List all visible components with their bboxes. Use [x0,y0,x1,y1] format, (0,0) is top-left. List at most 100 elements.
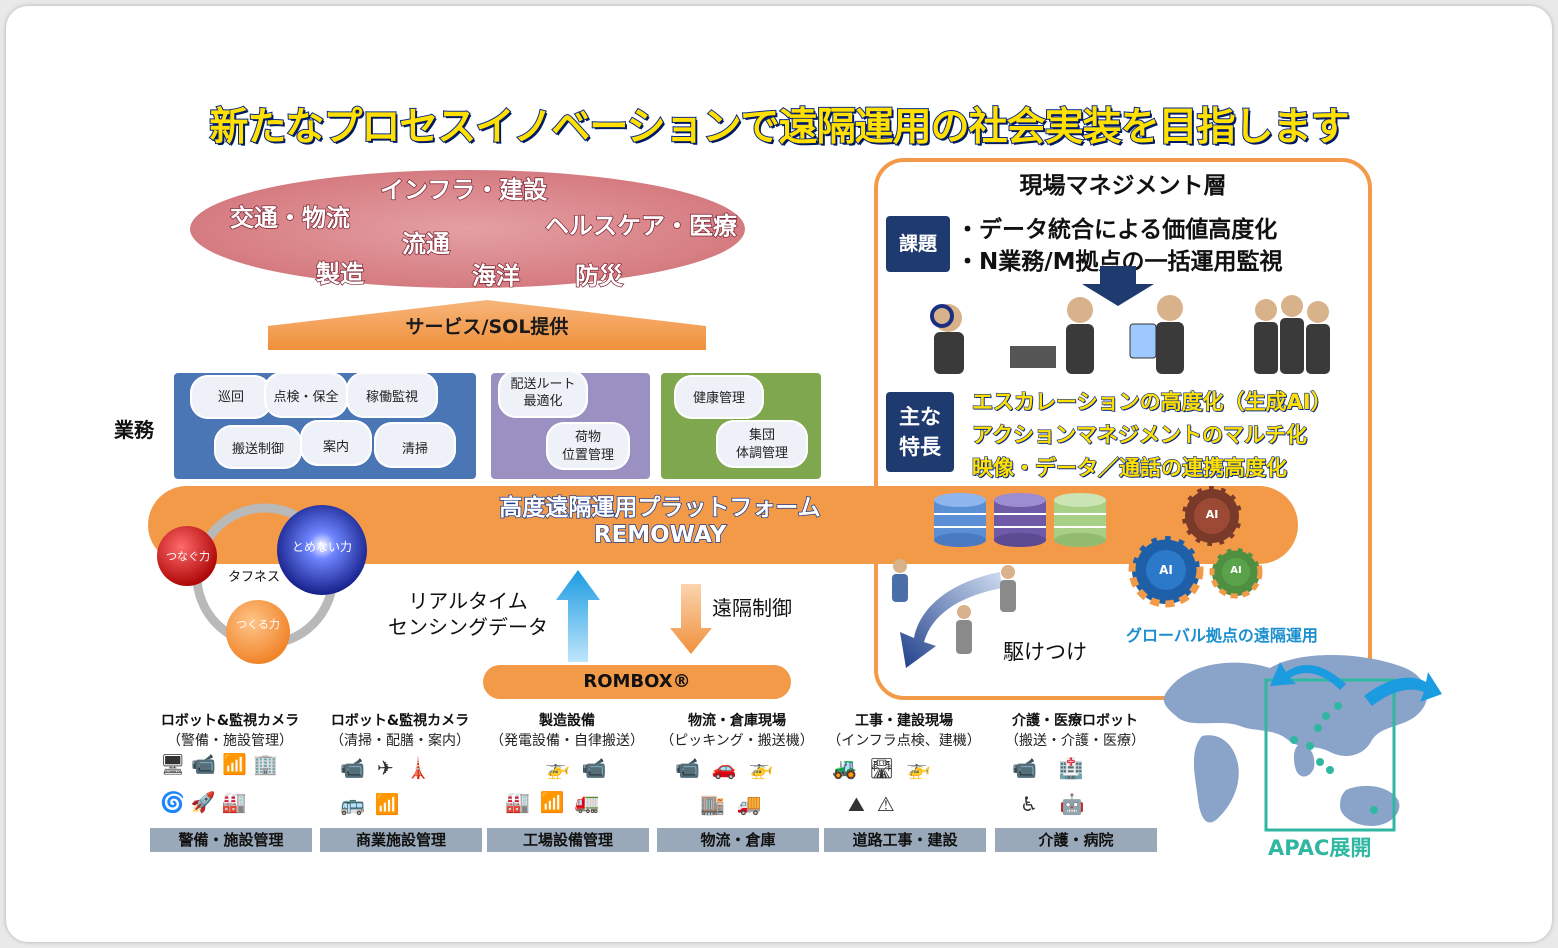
category-bar [657,828,819,852]
platform-title: 高度遠隔運用プラットフォーム [499,494,822,522]
category-bar-label: 商業施設管理 [355,831,446,849]
warehouse-truck-icons: 🏬🚚 [700,792,774,816]
database-icons [934,493,1106,547]
camera-hospital-icons: 📹🏥 [1012,756,1106,780]
feature-item: エスカレーションの高度化（生成AI） [971,389,1332,414]
task-cloud [374,422,456,468]
dispatch-label: 駆けつけ [1003,640,1087,664]
task-cloud [716,420,808,468]
industry-label: 交通・物流 [229,203,350,232]
remote-control-label: 遠隔制御 [712,596,792,620]
task-label: 荷物 [574,430,601,445]
factory-icons: 🏭📶🚛 [505,790,610,814]
task-label: 巡回 [217,390,244,405]
strength-center: タフネス [228,570,281,585]
industry-label: 流通 [401,229,450,258]
industry-label: 製造 [315,259,364,288]
category-title: 物流・倉庫現場 [688,713,786,729]
excavator-drone-icons: 🚜🛣🚁 [832,756,944,780]
task-label: 点検・保全 [273,390,339,405]
realtime-line1: リアルタイム [408,589,528,613]
gyomu-label: 業務 [114,418,154,442]
category-bar-label: 道路工事・建設 [852,831,958,849]
task-label: 清掃 [401,442,428,457]
task-label: 最適化 [523,394,563,409]
people-illustration [930,295,1330,374]
task-cloud [214,425,302,469]
category-sub: （警備・施設管理） [167,733,293,749]
category-sub: （清掃・配膳・案内） [330,733,470,749]
category-sub: （インフラ点検、建機） [827,733,981,749]
category-title: ロボット&監視カメラ [160,713,300,729]
issue-item: ・データ統合による価値高度化 [956,217,1278,243]
drone-camera-icons: 🚁📹 [545,756,619,780]
service-arrow-label: サービス/SOL提供 [405,316,569,338]
category-bar [150,828,312,852]
rombox-bar [483,665,791,699]
industry-label: インフラ・建設 [379,175,548,204]
security-device-icons: 🖥📹📶🏢 [160,752,285,776]
task-label: 搬送制御 [231,442,284,457]
task-label: 案内 [322,440,349,455]
feature-item: アクションマネジメントのマルチ化 [971,422,1307,447]
task-label: 配送ルート [510,377,576,392]
category-title: ロボット&監視カメラ [330,713,470,729]
category-bar [824,828,986,852]
rombox-label: ROMBOX® [583,671,691,692]
task-cloud [346,372,438,418]
wind-robot-icons: 🌀🚀🏭 [160,790,253,814]
realtime-line2: センシングデータ [388,615,548,639]
field-workers-illustration [892,559,1016,654]
strength-nonstop: とめない力 [291,540,352,554]
industry-label: ヘルスケア・医療 [544,211,737,240]
dispatch-arrow [900,572,1002,668]
category-bar [320,828,482,852]
service-arrow [268,300,706,350]
realtime-label: リアルタイム センシングデータ [383,588,553,640]
task-label: 体調管理 [735,446,788,461]
camera-drone-icons: 📹✈🗼 [340,756,443,780]
category-title: 工事・建設現場 [855,713,953,729]
category-bar-label: 物流・倉庫 [700,831,776,849]
task-label: 位置管理 [561,448,614,463]
down-arrow [670,584,712,654]
database-icon [934,493,986,547]
category-sub: （発電設備・自律搬送） [490,733,644,749]
issue-badge: 課題 [886,216,950,272]
category-title: 製造設備 [539,713,595,729]
strength-connect: つなぐ力 [166,550,210,563]
task-label: 稼働監視 [365,390,418,405]
issue-down-arrow [1082,266,1154,306]
ai-gear-icons [1128,486,1263,608]
wheelchair-robot-icons: ♿🤖 [1020,792,1107,816]
category-title: 介護・医療ロボット [1012,713,1138,729]
task-cloud [264,372,348,418]
task-cloud [674,375,764,419]
industry-label: 防災 [574,261,623,290]
page-title: 新たなプロセスイノベーションで遠隔運用の社会実装を目指します [208,104,1350,151]
camera-car-drone-icons: 📹🚗🚁 [675,756,786,780]
industry-label: 海洋 [471,261,520,290]
robot-icons: 🚌📶 [340,792,410,816]
category-sub: （ピッキング・搬送機） [660,733,814,749]
task-cloud [190,375,272,419]
feature-badge-line1: 主な [899,405,941,429]
task-cloud [498,370,588,418]
category-bar-label: 介護・病院 [1038,831,1114,849]
up-arrow [556,570,600,662]
category-bar-label: 工場設備管理 [522,831,613,849]
feature-badge: 主な 特長 [886,392,954,472]
management-layer-box [874,158,1372,700]
feature-badge-line2: 特長 [899,435,941,459]
category-bar [487,828,649,852]
ai-gear-label: AI [1230,565,1242,576]
task-label: 健康管理 [692,391,745,406]
platform-name: REMOWAY [593,521,727,549]
strength-create: つくる力 [236,618,280,631]
ai-gear-label: AI [1159,563,1173,577]
world-map [1163,655,1442,832]
ai-gear-label: AI [1205,508,1219,521]
task-cloud [300,420,372,466]
task-label: 集団 [748,428,775,443]
